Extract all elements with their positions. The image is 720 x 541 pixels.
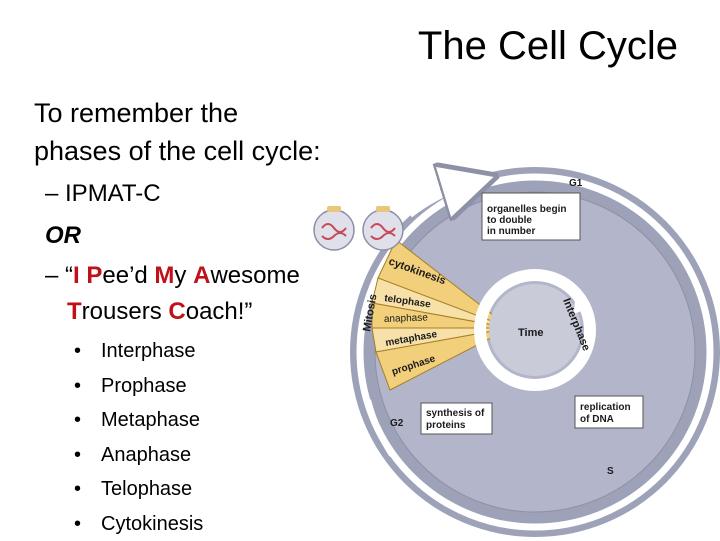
wedge-label-anaphase: anaphase: [384, 312, 429, 325]
organelles-box-line-3: in number: [487, 226, 535, 237]
time-label: Time: [518, 327, 543, 339]
replication-box-line-2: of DNA: [580, 414, 614, 425]
g1-label: G1: [569, 178, 583, 189]
g2-label: G2: [390, 418, 404, 429]
s-label: S: [607, 466, 614, 477]
replication-box-line-1: replication: [580, 402, 631, 413]
dividing-cells-image: [314, 206, 403, 250]
organelles-box-line-1: organelles begin: [487, 204, 566, 215]
synthesis-box-line-1: synthesis of: [426, 408, 485, 419]
organelles-box-line-2: to double: [487, 215, 532, 226]
synthesis-box-line-2: proteins: [426, 420, 466, 431]
